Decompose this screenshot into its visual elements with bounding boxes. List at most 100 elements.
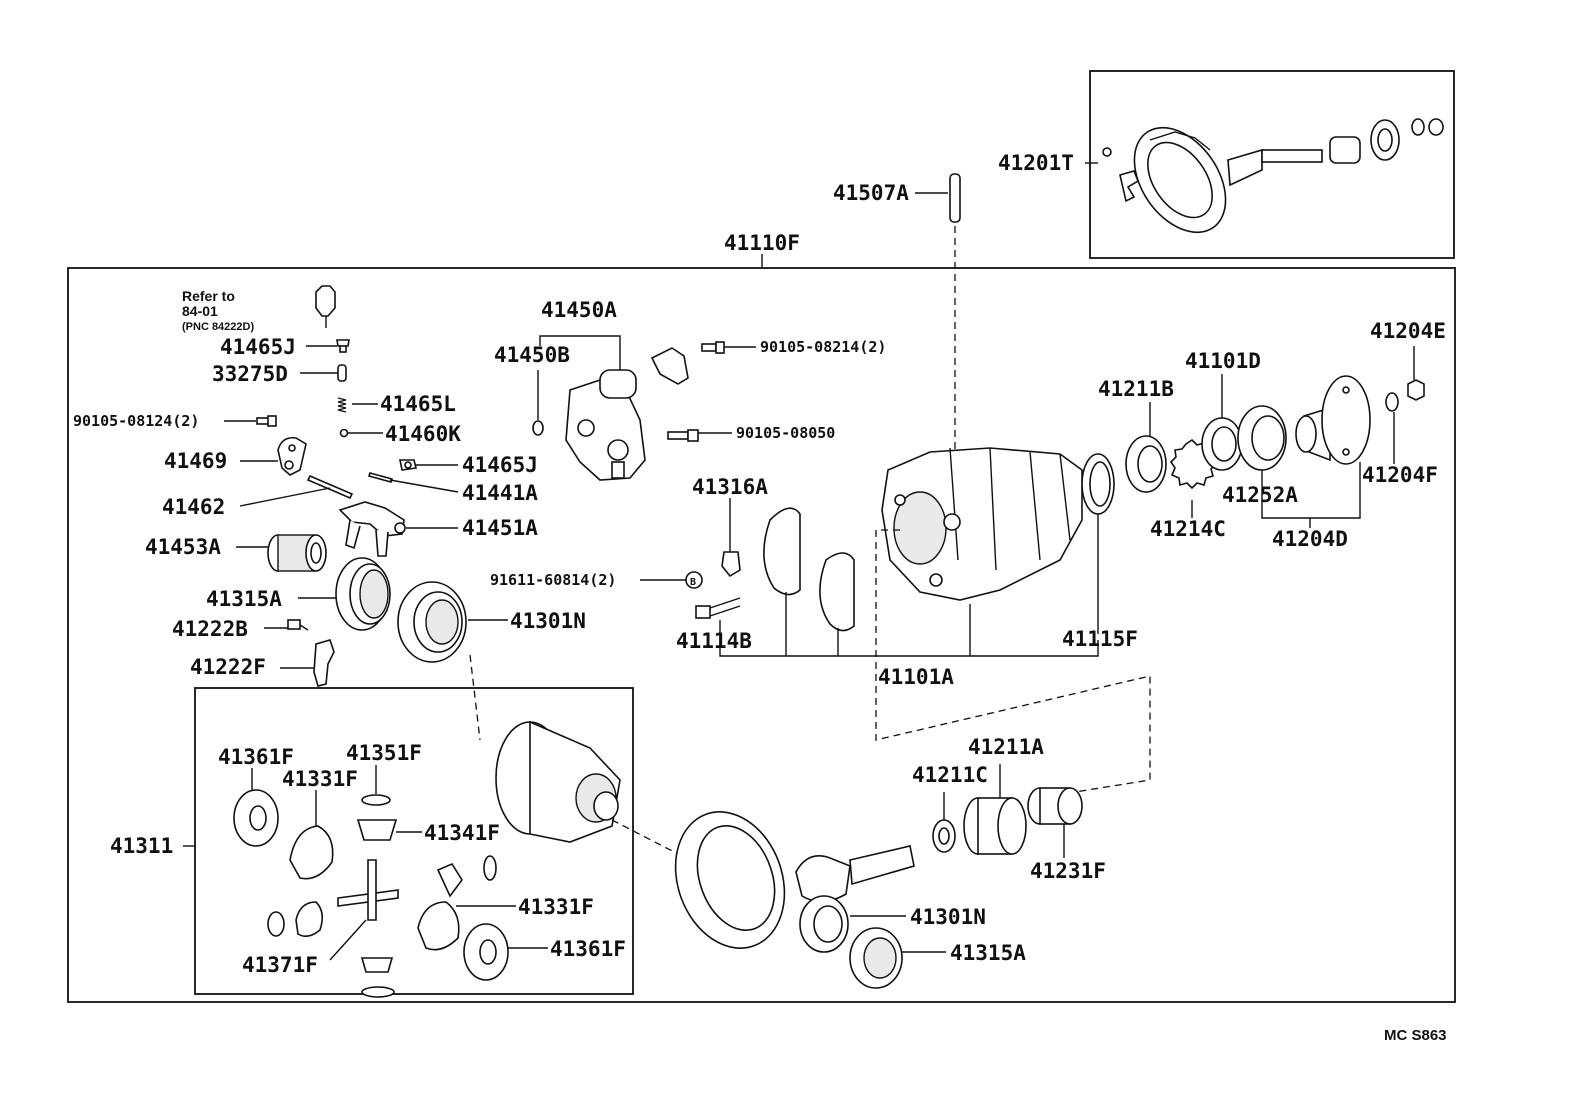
bolt-90105-08214-icon bbox=[701, 341, 725, 354]
label-41101D: 41101D bbox=[1185, 349, 1261, 373]
label-41465L: 41465L bbox=[380, 392, 456, 416]
bracket-mount-icon bbox=[650, 347, 689, 385]
plug-41465J-b-icon bbox=[399, 459, 417, 471]
label-41351F: 41351F bbox=[346, 741, 422, 765]
actuator-41450A-icon bbox=[565, 369, 646, 481]
bearing-41301N-b-icon bbox=[799, 895, 849, 953]
thrust-washer-41361F-b-icon bbox=[463, 923, 509, 981]
refer-note-line3: (PNC 84222D) bbox=[182, 321, 254, 333]
label-41114B: 41114B bbox=[676, 629, 752, 653]
label-90105-08214: 90105-08214(2) bbox=[760, 338, 886, 356]
thrust-washer-41361F-a-icon bbox=[233, 789, 279, 847]
label-41450B: 41450B bbox=[494, 343, 570, 367]
bolt-90105-08050-icon bbox=[667, 429, 699, 442]
label-41453A: 41453A bbox=[145, 535, 221, 559]
dash-case-to-gear bbox=[611, 819, 687, 859]
o-ring-41450B-icon bbox=[532, 420, 544, 436]
leader-41371F bbox=[329, 919, 367, 961]
seal-41252A-icon bbox=[1237, 405, 1287, 471]
pinion-shaft-icon bbox=[795, 845, 915, 903]
needle-bearing-41453A-icon bbox=[267, 534, 327, 572]
leader-bearing-caps bbox=[719, 620, 1099, 657]
bracket-41450A bbox=[539, 335, 621, 370]
flange-41204D-icon bbox=[1295, 375, 1371, 465]
label-41211C: 41211C bbox=[912, 763, 988, 787]
spacer-41231F-icon bbox=[1027, 787, 1083, 825]
label-41101A: 41101A bbox=[878, 665, 954, 689]
oil-seal-41115F-icon bbox=[1081, 453, 1115, 515]
bracket-41316A-icon bbox=[721, 551, 741, 578]
label-41110F: 41110F bbox=[724, 231, 800, 255]
pin-41507A bbox=[949, 173, 961, 223]
label-41316A: 41316A bbox=[692, 475, 768, 499]
spacer-41211C-icon bbox=[932, 819, 956, 853]
bolt-90105-08124-icon bbox=[256, 415, 277, 427]
label-41465J-a: 41465J bbox=[220, 335, 296, 359]
side-gear-41331F-a-icon bbox=[289, 825, 334, 880]
label-41222F: 41222F bbox=[190, 655, 266, 679]
leader-41462 bbox=[239, 487, 331, 507]
differential-case-icon bbox=[495, 720, 621, 843]
pinion-right-icon bbox=[436, 862, 463, 898]
label-41315A-a: 41315A bbox=[206, 587, 282, 611]
label-41450A: 41450A bbox=[541, 298, 617, 322]
bearing-cap-1-icon bbox=[763, 507, 801, 596]
side-gear-left-icon bbox=[295, 901, 324, 938]
label-41204E: 41204E bbox=[1370, 319, 1446, 343]
spring-41465L-icon bbox=[337, 397, 347, 413]
cross-shaft-41371F-icon bbox=[337, 859, 399, 921]
label-41115F: 41115F bbox=[1062, 627, 1138, 651]
bearing-cap-2-icon bbox=[819, 552, 855, 632]
label-41252A: 41252A bbox=[1222, 483, 1298, 507]
label-41465J-b: 41465J bbox=[462, 453, 538, 477]
dash-41301N-a bbox=[469, 654, 481, 741]
label-41460K: 41460K bbox=[385, 422, 461, 446]
footer-code: MC S863 bbox=[1384, 1027, 1447, 1044]
label-41361F-a: 41361F bbox=[218, 745, 294, 769]
label-41469: 41469 bbox=[164, 449, 227, 473]
label-41201T: 41201T bbox=[998, 151, 1074, 175]
washer-left-icon bbox=[267, 911, 285, 937]
label-41341F: 41341F bbox=[424, 821, 500, 845]
pinion-41341F-icon bbox=[356, 819, 398, 841]
label-41301N-a: 41301N bbox=[510, 609, 586, 633]
label-41231F: 41231F bbox=[1030, 859, 1106, 883]
label-41441A: 41441A bbox=[462, 481, 538, 505]
label-41451A: 41451A bbox=[462, 516, 538, 540]
label-41315A-b: 41315A bbox=[950, 941, 1026, 965]
label-41311: 41311 bbox=[110, 834, 173, 858]
bearing-41315A-b-icon bbox=[849, 927, 903, 989]
label-41331F-b: 41331F bbox=[518, 895, 594, 919]
bolt-41222B-icon bbox=[287, 619, 309, 631]
svg-text:B: B bbox=[690, 577, 696, 588]
bolt-41114B-icon bbox=[695, 597, 741, 619]
shift-fork-41451A-icon bbox=[338, 501, 406, 557]
label-41211A: 41211A bbox=[968, 735, 1044, 759]
label-90105-08124: 90105-08124(2) bbox=[73, 412, 199, 430]
label-90105-08050: 90105-08050 bbox=[736, 424, 835, 442]
refer-note-line1: Refer to bbox=[182, 288, 235, 304]
label-41331F-a: 41331F bbox=[282, 767, 358, 791]
bearing-41211B-icon bbox=[1125, 435, 1167, 493]
pin-41441A-icon bbox=[367, 472, 394, 483]
label-41361F-b: 41361F bbox=[550, 937, 626, 961]
ring-pinion-set-illustration bbox=[1102, 118, 1444, 234]
ring-gear-set-frame bbox=[1089, 70, 1455, 259]
plate-41222F-icon bbox=[313, 639, 335, 687]
plug-41465J-icon bbox=[336, 339, 350, 353]
washer-right-icon bbox=[483, 855, 497, 881]
nut-41204E-icon bbox=[1407, 379, 1425, 401]
washer-lower-icon bbox=[361, 986, 395, 998]
leader-41441A bbox=[389, 479, 459, 493]
label-41222B: 41222B bbox=[172, 617, 248, 641]
label-41211B: 41211B bbox=[1098, 377, 1174, 401]
carrier-housing-41101A-icon bbox=[881, 447, 1083, 601]
bearing-41301N-icon bbox=[397, 581, 467, 663]
ball-41460K-icon bbox=[339, 428, 349, 438]
label-33275D: 33275D bbox=[212, 362, 288, 386]
label-41204F: 41204F bbox=[1362, 463, 1438, 487]
breather-plug-icon bbox=[315, 285, 336, 328]
sleeve-41315A-icon bbox=[335, 557, 391, 631]
label-41204D: 41204D bbox=[1272, 527, 1348, 551]
